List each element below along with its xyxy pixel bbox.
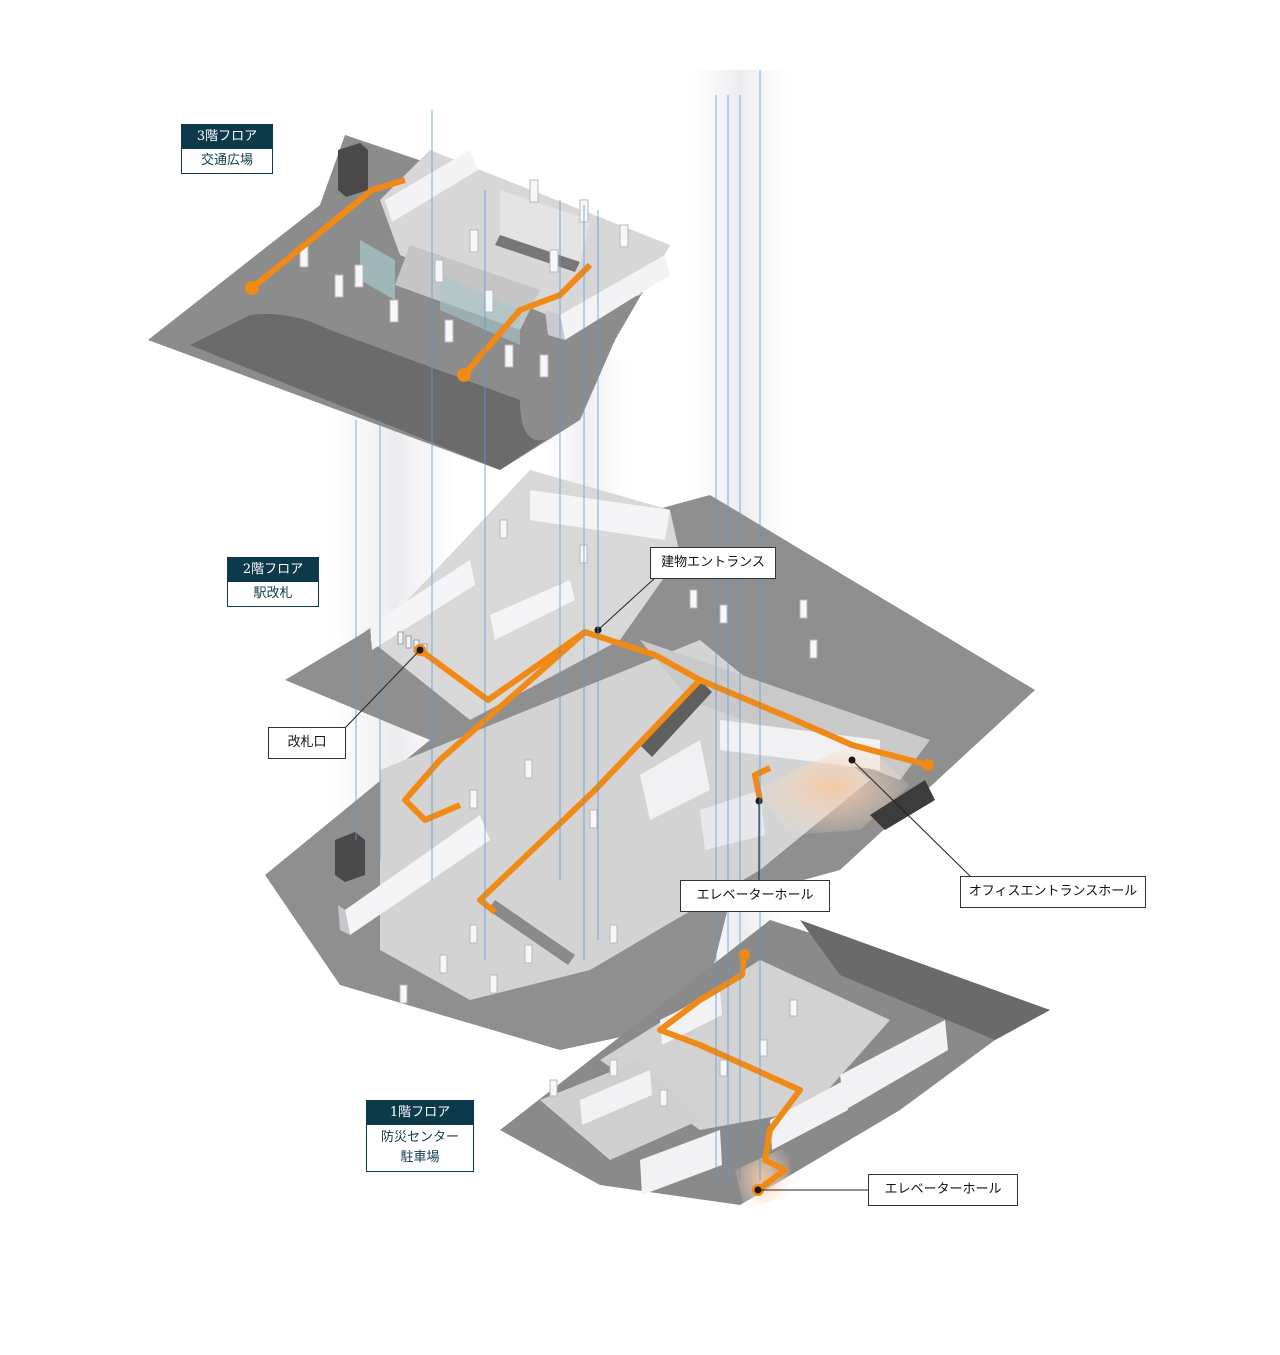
floor-2-subtitle: 駅改札	[253, 586, 293, 601]
callout-elevator-hall-2f: エレベーターホール	[680, 880, 830, 912]
floor-1-badge: 1階フロア 防災センター 駐車場	[366, 1100, 474, 1172]
floor-1-subtitle-line-2: 駐車場	[400, 1150, 440, 1165]
callout-elevator-hall-1f: エレベーターホール	[868, 1174, 1018, 1206]
floor-1-subtitle: 防災センター 駐車場	[367, 1125, 473, 1171]
floor-1-plan	[500, 920, 1050, 1210]
floor-2-plan	[265, 470, 1035, 1050]
callout-office-entrance-hall: オフィスエントランスホール	[960, 876, 1146, 908]
floor-3-title: 3階フロア	[182, 125, 272, 149]
floor-1-subtitle-line-1: 防災センター	[380, 1130, 459, 1145]
callout-ticket-gate: 改札口	[268, 727, 346, 759]
shaft-lines	[355, 70, 761, 1180]
floor-3-badge: 3階フロア 交通広場	[181, 124, 273, 174]
callout-leaders	[344, 577, 971, 1191]
floor-3-plan	[148, 135, 670, 470]
floor-1-title: 1階フロア	[367, 1101, 473, 1125]
floor-2-badge: 2階フロア 駅改札	[227, 557, 319, 607]
callout-building-entrance: 建物エントランス	[650, 547, 776, 579]
floor-2-title: 2階フロア	[228, 558, 318, 582]
floor-3-subtitle: 交通広場	[200, 153, 253, 168]
